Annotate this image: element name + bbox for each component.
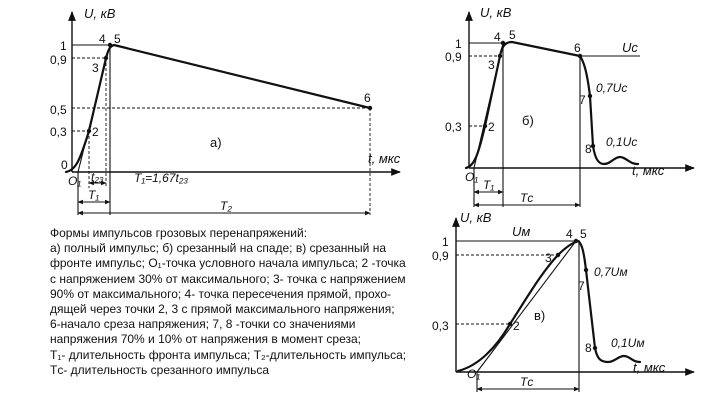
panel-b-point-8 xyxy=(590,143,596,149)
panel-b-ytick-1: 1 xyxy=(455,37,462,51)
panel-b-label-4: 4 xyxy=(494,30,501,44)
panel-b-label-6: 6 xyxy=(574,41,581,55)
panel-a-ytick-05: 0,5 xyxy=(50,103,67,117)
panel-a-u-label: U, кВ xyxy=(84,6,116,21)
panel-c-point-4 xyxy=(573,238,579,244)
panel-c-u-label: U, кВ xyxy=(460,210,492,225)
panel-c-point-8 xyxy=(592,345,598,351)
panel-b-label-3: 3 xyxy=(488,58,495,72)
panel-c-u01: 0,1Uᴍ xyxy=(611,336,645,350)
caption-line: T₁- длительность фронта импульса; T₂-дли… xyxy=(50,347,407,362)
panel-b-uc: Uᴄ xyxy=(622,40,638,55)
panel-a-label-2: 2 xyxy=(92,125,99,139)
panel-a-curve xyxy=(64,43,372,174)
panel-c-t-label: t, мкс xyxy=(633,360,666,375)
panel-b-Tc: Tᴄ xyxy=(520,191,533,205)
panel-a-T1: T₁ xyxy=(88,188,99,202)
panel-c-label-2: 2 xyxy=(513,319,520,333)
panel-c-curve xyxy=(456,239,642,373)
panel-b-point-4 xyxy=(500,40,506,46)
panel-a-ytick-1: 1 xyxy=(60,39,67,53)
panel-b-t-label: t, мкс xyxy=(632,163,665,178)
panel-b-label-2: 2 xyxy=(488,120,495,134)
panel-b-tag: б) xyxy=(522,113,534,128)
panel-c-front-line xyxy=(476,240,577,373)
panel-b-ytick-03: 0,3 xyxy=(445,120,462,134)
figure-caption: Формы импульсов грозовых перенапряжений:… xyxy=(50,226,442,378)
panel-c-Tc: Tᴄ xyxy=(520,375,533,389)
panel-b-label-5: 5 xyxy=(509,28,516,42)
caption-line: а) полный импульс; б) срезанный на спаде… xyxy=(50,241,387,256)
panel-a-label-4: 4 xyxy=(99,32,106,46)
panel-b-u-label: U, кВ xyxy=(480,5,512,20)
caption-line: с напряжением 30% от максимального; 3- т… xyxy=(50,271,406,286)
panel-a-label-6: 6 xyxy=(364,91,371,105)
panel-a-point-3 xyxy=(103,55,109,61)
panel-a-t23: t₂₃ xyxy=(91,170,104,184)
caption-line: Tᴄ- длительность срезанного импульса xyxy=(50,362,270,377)
panel-b-u07: 0,7Uᴄ xyxy=(596,81,627,95)
panel-a-label-5: 5 xyxy=(114,32,121,46)
panel-c-u07: 0,7Uᴍ xyxy=(594,265,628,279)
panel-c: U, кВ t, мкс 1 0,9 0,3 2 3 4 5 7 8 Uᴍ 0,… xyxy=(432,210,695,392)
panel-c-point-3 xyxy=(555,252,561,258)
caption-line: Формы импульсов грозовых перенапряжений: xyxy=(50,226,308,240)
panel-c-tag: в) xyxy=(534,308,545,323)
panel-b-ytick-09: 0,9 xyxy=(445,50,462,64)
caption-line: 90% от максимального; 4- точка пересечен… xyxy=(50,286,392,301)
panel-b-T1: T₁ xyxy=(483,178,494,192)
panel-c-um: Uᴍ xyxy=(512,224,530,239)
panel-b-label-8: 8 xyxy=(585,142,592,156)
caption-line: дящей через точки 2, 3 с прямой максимал… xyxy=(50,302,395,317)
panel-b-point-2 xyxy=(482,123,488,129)
panel-a: U, кВ t, мкс 1 0,9 0,5 0,3 0 2 3 4 5 6 а… xyxy=(50,6,401,216)
caption-line: 6-начало среза напряжения; 7, 8 -точки с… xyxy=(50,317,356,332)
panel-b-origin: O₁ xyxy=(465,170,478,184)
panel-a-ytick-09: 0,9 xyxy=(50,53,67,67)
panel-b-label-7: 7 xyxy=(579,93,586,107)
caption-line: напряжения 70% и 10% от напряжения в мом… xyxy=(50,332,361,347)
panel-a-point-4 xyxy=(107,42,113,48)
panel-a-t-label: t, мкс xyxy=(368,151,401,166)
panel-b: U, кВ t, мкс 1 0,9 0,3 2 3 4 5 6 7 8 Uᴄ … xyxy=(445,5,695,208)
panel-c-point-7 xyxy=(583,267,589,273)
panel-c-point-2 xyxy=(507,321,513,327)
panel-c-label-7: 7 xyxy=(578,279,585,293)
panel-a-origin: O₁ xyxy=(68,174,81,188)
panel-b-point-3 xyxy=(497,53,503,59)
panel-b-point-6 xyxy=(577,53,583,59)
caption-line: фронте импульс; O₁-точка условного начал… xyxy=(50,256,406,271)
panel-a-formula: T₁=1,67t₂₃ xyxy=(134,171,188,185)
panel-c-ytick-09: 0,9 xyxy=(432,249,449,263)
panel-a-point-6 xyxy=(367,105,373,111)
panel-c-ytick-1: 1 xyxy=(442,235,449,249)
panel-c-label-4: 4 xyxy=(566,227,573,241)
panel-c-label-8: 8 xyxy=(585,341,592,355)
panel-c-label-3: 3 xyxy=(545,251,552,265)
panel-a-label-3: 3 xyxy=(92,61,99,75)
panel-c-label-5: 5 xyxy=(580,227,587,241)
panel-a-point-2 xyxy=(86,128,92,134)
panel-a-ytick-03: 0,3 xyxy=(50,125,67,139)
panel-a-tag: а) xyxy=(210,135,222,150)
panel-c-ytick-03: 0,3 xyxy=(432,319,449,333)
panel-b-point-7 xyxy=(587,93,593,99)
panel-a-T2: T₂ xyxy=(220,199,232,213)
panel-b-u01: 0,1Uᴄ xyxy=(606,135,637,149)
panel-a-ytick-0: 0 xyxy=(61,158,68,172)
panel-c-origin: O₁ xyxy=(467,367,480,381)
